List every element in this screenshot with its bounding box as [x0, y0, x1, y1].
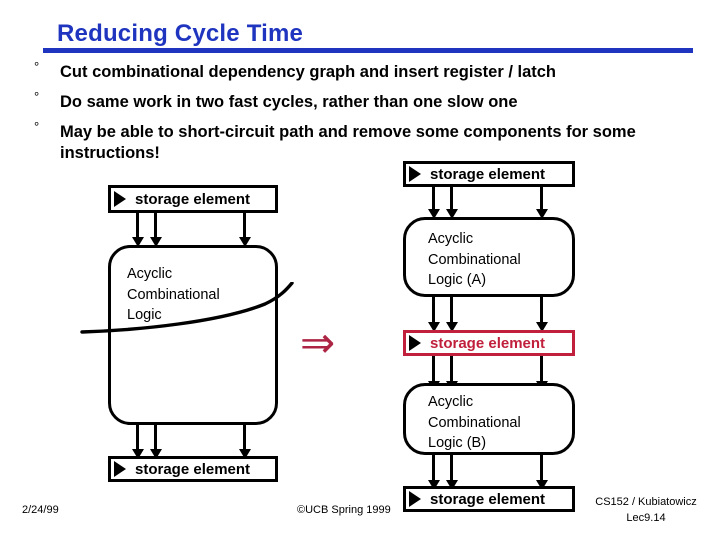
after-combinational-logic-b-block: Acyclic Combinational Logic (B) [403, 383, 575, 455]
before-top-storage-element: storage element [108, 185, 278, 213]
page-title: Reducing Cycle Time [57, 20, 304, 47]
bullet-marker-icon: ° [34, 88, 40, 104]
storage-element-label: storage element [430, 334, 546, 352]
after-inserted-storage-element: storage element [403, 330, 575, 356]
signal-arrow [131, 213, 144, 247]
combinational-logic-label: Acyclic Combinational Logic [127, 266, 220, 324]
clock-triangle-icon [409, 166, 421, 182]
bullet-marker-icon: ° [34, 59, 40, 74]
footer-course: CS152 / Kubiatowicz [595, 496, 697, 508]
after-bottom-storage-element: storage element [403, 486, 575, 512]
bullet-text: Do same work in two fast cycles, rather … [60, 92, 518, 111]
signal-arrow [149, 213, 162, 247]
signal-arrow [427, 455, 440, 490]
clock-triangle-icon [114, 191, 126, 207]
signal-arrow [427, 356, 440, 391]
clock-triangle-icon [409, 335, 421, 351]
signal-arrow [238, 425, 251, 459]
signal-arrow [445, 356, 458, 391]
signal-arrow [535, 187, 548, 219]
title-underline-rule [43, 48, 693, 53]
list-item: ° Do same work in two fast cycles, rathe… [34, 88, 694, 114]
bullet-text: Cut combinational dependency graph and i… [60, 63, 557, 81]
signal-arrow [427, 187, 440, 219]
after-combinational-logic-a-block: Acyclic Combinational Logic (A) [403, 217, 575, 297]
bullet-marker-icon: ° [34, 118, 40, 134]
signal-arrow [535, 455, 548, 490]
footer-course-info: CS152 / Kubiatowicz Lec9.14 [580, 495, 712, 527]
signal-arrow [535, 297, 548, 332]
clock-triangle-icon [114, 461, 126, 477]
footer-lecture-number: Lec9.14 [626, 511, 666, 524]
signal-arrow [149, 425, 162, 459]
signal-arrow [535, 356, 548, 391]
clock-triangle-icon [409, 491, 421, 507]
storage-element-label: storage element [135, 190, 251, 208]
footer-copyright: ©UCB Spring 1999 [297, 504, 391, 516]
cut-line-icon [80, 282, 294, 334]
bullet-text: May be able to short-circuit path and re… [60, 122, 636, 163]
list-item: ° May be able to short-circuit path and … [34, 118, 694, 166]
combinational-logic-label: Acyclic Combinational Logic (B) [428, 394, 521, 452]
signal-arrow [445, 455, 458, 490]
signal-arrow [445, 297, 458, 332]
signal-arrow [445, 187, 458, 219]
bullet-list: ° Cut combinational dependency graph and… [34, 59, 694, 173]
before-bottom-storage-element: storage element [108, 456, 278, 482]
after-top-storage-element: storage element [403, 161, 575, 187]
before-combinational-logic-block: Acyclic Combinational Logic [108, 245, 278, 425]
implies-arrow-icon: ⇒ [300, 318, 336, 367]
storage-element-label: storage element [430, 165, 546, 183]
signal-arrow [238, 213, 251, 247]
combinational-logic-label: Acyclic Combinational Logic (A) [428, 231, 521, 289]
list-item: ° Cut combinational dependency graph and… [34, 59, 694, 84]
footer-date: 2/24/99 [22, 504, 59, 516]
signal-arrow [427, 297, 440, 332]
storage-element-label: storage element [430, 490, 546, 508]
signal-arrow [131, 425, 144, 459]
storage-element-label: storage element [135, 460, 251, 478]
